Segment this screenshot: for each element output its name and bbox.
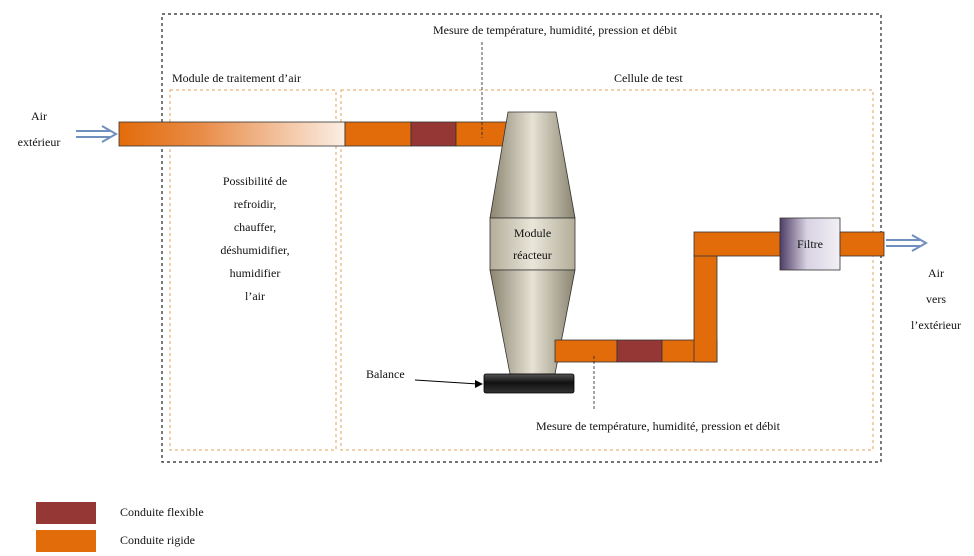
rigid-duct-bottom-1 [554,339,618,363]
air-out-line2: vers [926,292,946,306]
legend-label-flexible: Conduite flexible [120,505,204,519]
possibilite-text: Possibilité de refroidir, chauffer, désh… [180,170,330,308]
module-reacteur-line1: Module [513,226,552,240]
air-inlet-arrow [76,125,119,143]
balance-arrow [414,379,483,388]
flexible-duct-top [410,121,457,147]
filtre-box [779,217,841,271]
possibilite-line-1: Possibilité de [222,174,288,188]
air-exterieur-line2: extérieur [17,135,61,149]
air-out-line1: Air [928,266,944,280]
air-vers-exterieur-label: Air vers l’extérieur [898,260,974,338]
rigid-duct-riser [693,253,718,363]
cellule-test-label: Cellule de test [614,71,683,85]
possibilite-line-5: humidifier [229,266,281,280]
measure-top-label: Mesure de température, humidité, pressio… [433,23,677,37]
treatment-duct [118,121,346,147]
air-outlet-arrow [886,234,929,252]
air-exterieur-line1: Air [31,109,47,123]
air-out-line3: l’extérieur [911,318,961,332]
rigid-duct-to-filter [693,231,781,257]
balance-plate [483,373,575,394]
cellule-test-boundary [340,89,874,451]
possibilite-line-4: déshumidifier, [220,243,290,257]
possibilite-line-3: chauffer, [233,220,277,234]
rigid-duct-top-1 [344,121,412,147]
legend-label-rigid: Conduite rigide [120,533,195,547]
air-exterieur-label: Air extérieur [2,108,76,150]
balance-label: Balance [366,367,405,381]
module-traitement-boundary [169,89,337,451]
legend-swatch-rigid [36,530,96,552]
possibilite-line-6: l’air [245,289,265,303]
module-traitement-label: Module de traitement d’air [172,71,301,85]
rigid-duct-outlet [839,231,885,257]
module-reacteur-line2: réacteur [513,248,552,262]
module-reacteur-box [489,217,576,271]
filtre-label: Filtre [797,237,823,251]
possibilite-line-2: refroidir, [233,197,277,211]
flexible-duct-bottom [616,339,663,363]
legend-swatch-flexible [36,502,96,524]
measure-bottom-label: Mesure de température, humidité, pressio… [536,419,780,433]
module-reacteur-label: Module réacteur [490,222,575,266]
